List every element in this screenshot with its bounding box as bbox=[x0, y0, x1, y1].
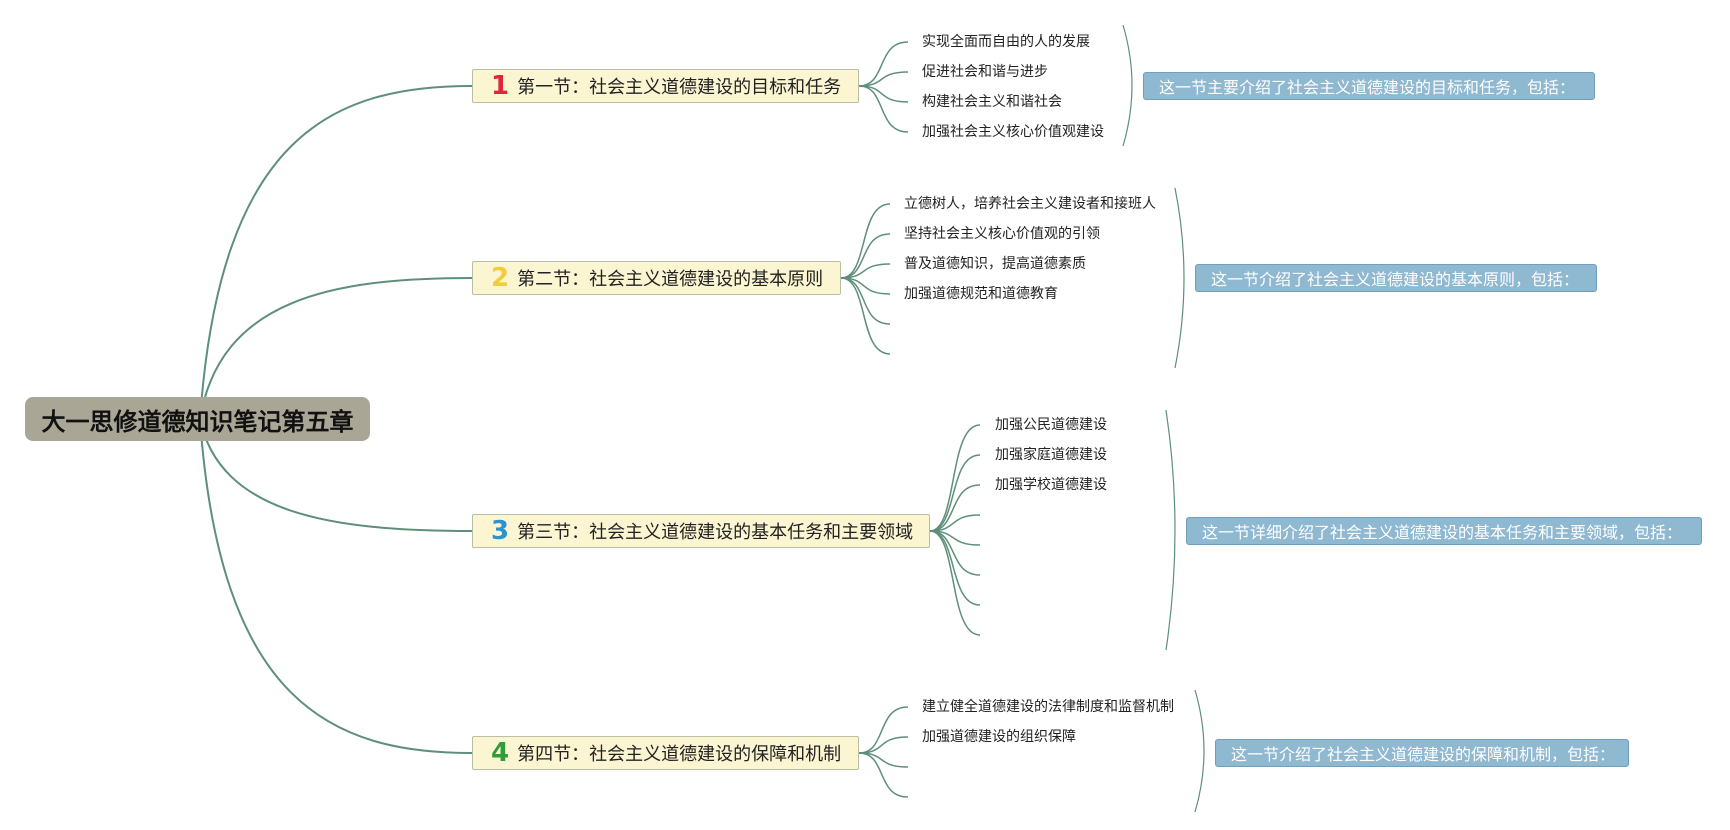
subtopic-item[interactable]: 建立健全道德建设的法律制度和监督机制 bbox=[922, 699, 1174, 715]
leaf-branch bbox=[929, 530, 981, 576]
section-number: 3 bbox=[491, 516, 510, 546]
leaf-branch bbox=[858, 71, 909, 87]
leaf-branch bbox=[858, 85, 909, 133]
subtopic-item[interactable]: 加强道德建设的组织保障 bbox=[922, 729, 1076, 745]
subtopic-item[interactable]: 促进社会和谐与进步 bbox=[922, 64, 1048, 80]
leaf-branch bbox=[840, 277, 891, 325]
root-branch-2 bbox=[199, 277, 473, 420]
leaf-branch bbox=[929, 484, 981, 532]
leaf-branch bbox=[929, 530, 981, 636]
section-number: 1 bbox=[491, 71, 510, 101]
leaf-branch bbox=[840, 277, 891, 355]
summary-brace bbox=[1122, 24, 1133, 147]
section-title: 第三节：社会主义道德建设的基本任务和主要领域 bbox=[517, 522, 914, 543]
leaf-branch bbox=[858, 706, 909, 754]
root-branch-3 bbox=[199, 418, 473, 532]
leaf-branch bbox=[858, 752, 909, 798]
summary-brace bbox=[1174, 187, 1185, 369]
summary-note[interactable]: 这一节介绍了社会主义道德建设的保障和机制，包括： bbox=[1215, 739, 1629, 767]
section-title: 第四节：社会主义道德建设的保障和机制 bbox=[517, 744, 842, 765]
leaf-branch bbox=[858, 41, 909, 87]
leaf-branch bbox=[840, 233, 891, 279]
root-branch-4 bbox=[199, 418, 473, 754]
leaf-branch bbox=[858, 85, 909, 103]
leaf-branch bbox=[929, 514, 981, 532]
section-4-topic[interactable]: 4 第四节：社会主义道德建设的保障和机制 bbox=[472, 736, 859, 770]
leaf-branch bbox=[929, 454, 981, 532]
root-branch-1 bbox=[199, 85, 473, 420]
section-number: 4 bbox=[491, 738, 510, 768]
section-2-topic[interactable]: 2 第二节：社会主义道德建设的基本原则 bbox=[472, 261, 841, 295]
subtopic-item[interactable]: 实现全面而自由的人的发展 bbox=[922, 34, 1090, 50]
summary-note[interactable]: 这一节介绍了社会主义道德建设的基本原则，包括： bbox=[1195, 264, 1597, 292]
summary-brace bbox=[1194, 689, 1205, 813]
subtopic-item[interactable]: 普及道德知识，提高道德素质 bbox=[904, 256, 1086, 272]
leaf-branch bbox=[858, 752, 909, 768]
leaf-branch bbox=[929, 424, 981, 532]
subtopic-item[interactable]: 立德树人，培养社会主义建设者和接班人 bbox=[904, 196, 1156, 212]
summary-brace bbox=[1165, 409, 1176, 651]
subtopic-item[interactable]: 加强学校道德建设 bbox=[995, 477, 1107, 493]
subtopic-item[interactable]: 加强道德规范和道德教育 bbox=[904, 286, 1058, 302]
summary-note[interactable]: 这一节主要介绍了社会主义道德建设的目标和任务，包括： bbox=[1143, 72, 1595, 100]
summary-note[interactable]: 这一节详细介绍了社会主义道德建设的基本任务和主要领域，包括： bbox=[1186, 517, 1702, 545]
leaf-branch bbox=[858, 736, 909, 754]
subtopic-item[interactable]: 加强社会主义核心价值观建设 bbox=[922, 124, 1104, 140]
subtopic-item[interactable]: 加强公民道德建设 bbox=[995, 417, 1107, 433]
section-1-topic[interactable]: 1 第一节：社会主义道德建设的目标和任务 bbox=[472, 69, 859, 103]
subtopic-item[interactable]: 构建社会主义和谐社会 bbox=[922, 94, 1062, 110]
subtopic-item[interactable]: 坚持社会主义核心价值观的引领 bbox=[904, 226, 1100, 242]
subtopic-item[interactable]: 加强家庭道德建设 bbox=[995, 447, 1107, 463]
leaf-branch bbox=[840, 203, 891, 279]
section-title: 第二节：社会主义道德建设的基本原则 bbox=[517, 269, 824, 290]
section-number: 2 bbox=[491, 263, 510, 293]
root-topic[interactable]: 大一思修道德知识笔记第五章 bbox=[25, 397, 370, 441]
root-title: 大一思修道德知识笔记第五章 bbox=[41, 407, 354, 436]
section-title: 第一节：社会主义道德建设的目标和任务 bbox=[517, 77, 842, 98]
section-3-topic[interactable]: 3 第三节：社会主义道德建设的基本任务和主要领域 bbox=[472, 514, 930, 548]
leaf-branch bbox=[840, 263, 891, 279]
